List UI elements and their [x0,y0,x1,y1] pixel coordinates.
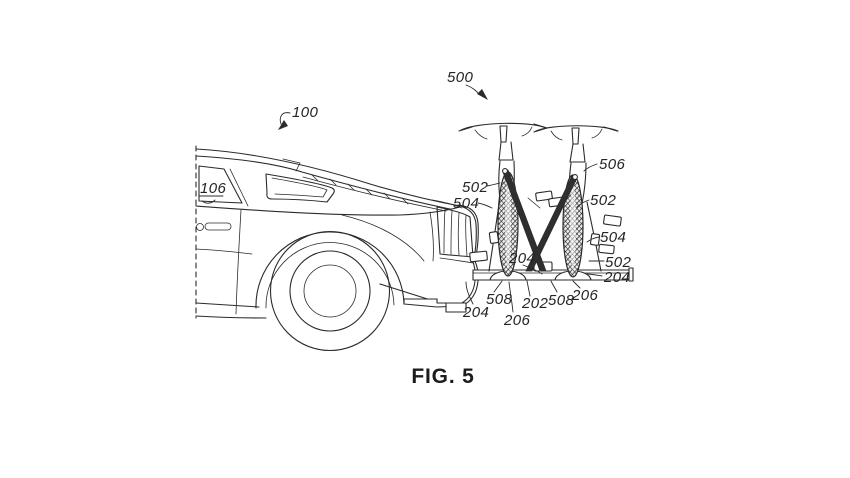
rack-support-arms-illustration [488,168,602,272]
leader-100 [279,112,291,125]
bike-right-head-tube [569,143,586,163]
leader-206-right [572,280,581,289]
rack-arm-hook-left [502,168,508,174]
leader-506 [583,163,598,172]
ref-label-206-right: 206 [571,287,598,304]
car-door-window [198,165,243,204]
ref-label-204-right: 204 [603,269,630,286]
leader-508-left [493,280,503,293]
leader-arrow-100 [278,120,288,130]
leader-202 [526,280,531,297]
car-wheel-rim [289,250,371,332]
reference-labels: 100 106 500 502 504 506 502 504 502 204 … [200,69,631,329]
car-bumper-seam [439,257,475,264]
bike-left-brake-lever-left [474,129,488,140]
car-fender-muscle-line [341,214,425,262]
car-roofline-inner [195,155,451,210]
ref-label-100: 100 [292,104,318,121]
leader-502-right-upper [576,199,590,208]
ref-label-106: 106 [200,180,226,197]
ref-label-508-left: 508 [486,291,512,308]
car-illustration [195,145,479,352]
car-taillight-slats [443,208,468,257]
bike-right-pedal-outer-upper [603,214,622,227]
bike-right-pedal-outer-lower [598,243,615,255]
bike-left-pedal-outer [469,250,488,263]
rack-strut-left-clamp [488,231,500,244]
car-wheel-hub [303,264,357,318]
ref-label-204-middle: 204 [508,250,535,267]
car-door-seam [235,209,242,315]
bike-right-rim-strip [570,182,576,270]
leader-lines [198,84,605,313]
bike-left-rim-strip [505,179,511,269]
ref-label-206-left: 206 [503,312,530,329]
leader-204-middle [522,264,543,275]
ref-label-204-bottom-left: 204 [462,304,489,321]
ref-label-502-left: 502 [462,179,488,196]
car-wheel-arch-outer [255,231,405,309]
bike-right-brake-lever-right [591,128,603,139]
leader-206-left [508,281,514,313]
car-pillar-hatching [311,174,409,205]
leader-504-right [586,236,600,243]
ref-label-502-right-upper: 502 [590,192,616,209]
bike-left-grip-right [533,123,548,129]
car-decklid-spoiler [431,199,463,209]
car-bumper-valance [445,302,467,313]
bike-left-grip-left [458,126,473,132]
car-rear-fascia [403,204,479,308]
tilde-106 [201,199,216,204]
leader-204-right [586,273,603,277]
ref-label-504-left: 504 [453,195,479,212]
car-sill-bottom [195,315,267,319]
car-quarter-seam [429,211,434,262]
bike-right-grip-left [533,127,548,133]
car-quarter-window-inner [271,177,328,198]
car-door-handle [204,222,232,231]
car-taillight-panel [436,206,474,258]
rack-arm-hook-right [572,174,578,180]
car-sill-top [195,302,260,308]
leader-508-right [550,280,558,293]
leader-504-left [477,202,493,209]
car-quarter-window [265,173,335,203]
bike-left-stem [499,125,508,143]
rack-strut-right-clamp [589,233,601,246]
rack-platform-end-cap [628,267,634,282]
bike-left-head-tube [498,141,514,161]
ref-label-506: 506 [599,156,625,173]
bike-right-grip-right [603,126,618,132]
car-b-pillar [229,168,249,207]
bike-left-pedal-inner [535,190,553,202]
car-door-lock [196,223,204,231]
bike-right-brake-lever-left [550,130,563,141]
ref-label-502-right-lower: 502 [605,254,631,271]
car-tire [269,230,391,352]
car-pillar-line [302,176,447,212]
ref-label-202: 202 [521,295,548,312]
car-roof-seam [282,158,301,172]
car-beltline [195,205,461,216]
ref-label-500: 500 [447,69,473,86]
bike-left-brake-lever-right [521,126,533,137]
leader-502-left [486,182,501,187]
bike-left-crank [527,197,541,209]
ref-label-504-right: 504 [600,229,626,246]
figure-caption: FIG. 5 [411,365,474,388]
ref-label-508-right: 508 [548,292,574,309]
car-body-crease [195,248,253,255]
car-roofline [195,148,461,207]
bike-right-stem [571,127,580,145]
leader-arrow-500 [477,89,488,100]
leader-204-bottom-left [465,281,474,305]
